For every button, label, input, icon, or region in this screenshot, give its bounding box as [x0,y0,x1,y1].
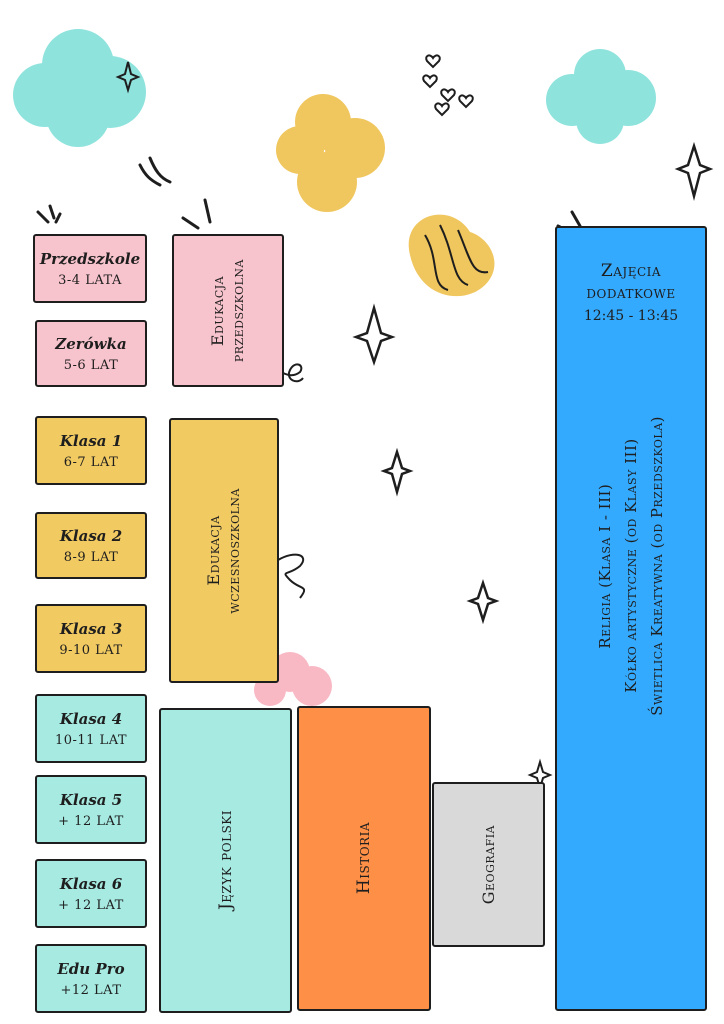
leaf-swirl [424,224,489,291]
extra-activities: Zajęcia dodatkowe 12:45 - 13:45 Religia … [555,226,707,1011]
extra-title-line2: dodatkowe [586,283,676,303]
subject-geography: Geografia [432,782,545,947]
curls [267,361,306,599]
extra-items: Religia (Klasa I - III) Kółko artystyczn… [592,416,670,716]
grade-age: +12 LAT [60,982,122,998]
sparkle-2 [352,303,396,366]
subject-polish-label: Język polski [215,810,236,911]
grade-klasa-5: Klasa 5 + 12 LAT [35,775,147,844]
level-early-line2: wczesnoszkolna [224,487,243,614]
sparkle-3 [380,447,414,497]
grade-age: 9-10 LAT [59,642,123,658]
grade-age: 10-11 LAT [54,732,128,748]
grade-title: Klasa 4 [59,709,123,728]
sparkle-1 [115,61,141,94]
extra-hours: 12:45 - 13:45 [583,308,679,324]
grade-title: Klasa 3 [59,619,123,638]
grade-przedszkole: Przedszkole 3-4 LATA [33,234,147,303]
extra-title: Zajęcia dodatkowe [586,260,675,304]
grade-klasa-4: Klasa 4 10-11 LAT [35,694,147,763]
level-preschool: Edukacja przedszkolna [172,234,284,387]
level-early-school: Edukacja wczesnoszkolna [169,418,279,683]
level-preschool-line1: Edukacja [208,275,227,346]
grade-title: Klasa 6 [59,874,123,893]
grade-age: + 12 LAT [58,813,124,829]
level-preschool-line2: przedszkolna [228,258,247,363]
cloud-yellow [276,94,385,212]
grade-klasa-6: Klasa 6 + 12 LAT [35,859,147,928]
subject-geography-label: Geografia [479,824,498,905]
extra-item-art: Kółko artystyczne (od Klasy III) [622,438,640,694]
grade-title: Klasa 1 [59,431,123,450]
grade-klasa-3: Klasa 3 9-10 LAT [35,604,147,673]
grade-title: Klasa 2 [59,526,123,545]
grade-title: Przedszkole [39,249,141,268]
grade-title: Edu Pro [57,959,125,978]
grade-title: Klasa 5 [59,790,123,809]
cloud-top-right [546,49,656,144]
level-early-line1: Edukacja [204,515,223,586]
grade-age: 6-7 LAT [63,454,119,470]
grade-klasa-1: Klasa 1 6-7 LAT [35,416,147,485]
grade-age: 8-9 LAT [63,549,119,565]
extra-title-line1: Zajęcia [600,261,662,281]
grade-age: + 12 LAT [58,897,124,913]
extra-item-religion: Religia (Klasa I - III) [596,483,614,649]
hearts [422,54,474,117]
sparkle-4 [466,579,500,625]
subject-polish: Język polski [159,708,292,1013]
cloud-top-left [13,29,146,147]
subject-history: Historia [297,706,431,1011]
grade-age: 3-4 LATA [58,272,122,288]
grade-edu-pro: Edu Pro +12 LAT [35,944,147,1013]
sparkle-5 [674,141,714,201]
grade-zerowka: Zerówka 5-6 LAT [35,320,147,387]
grade-title: Zerówka [55,334,127,353]
grade-age: 5-6 LAT [63,357,119,373]
extra-item-creative: Świetlica Kreatywna (od Przedszkola) [648,416,666,716]
subject-history-label: Historia [354,822,374,895]
grade-klasa-2: Klasa 2 8-9 LAT [35,512,147,579]
